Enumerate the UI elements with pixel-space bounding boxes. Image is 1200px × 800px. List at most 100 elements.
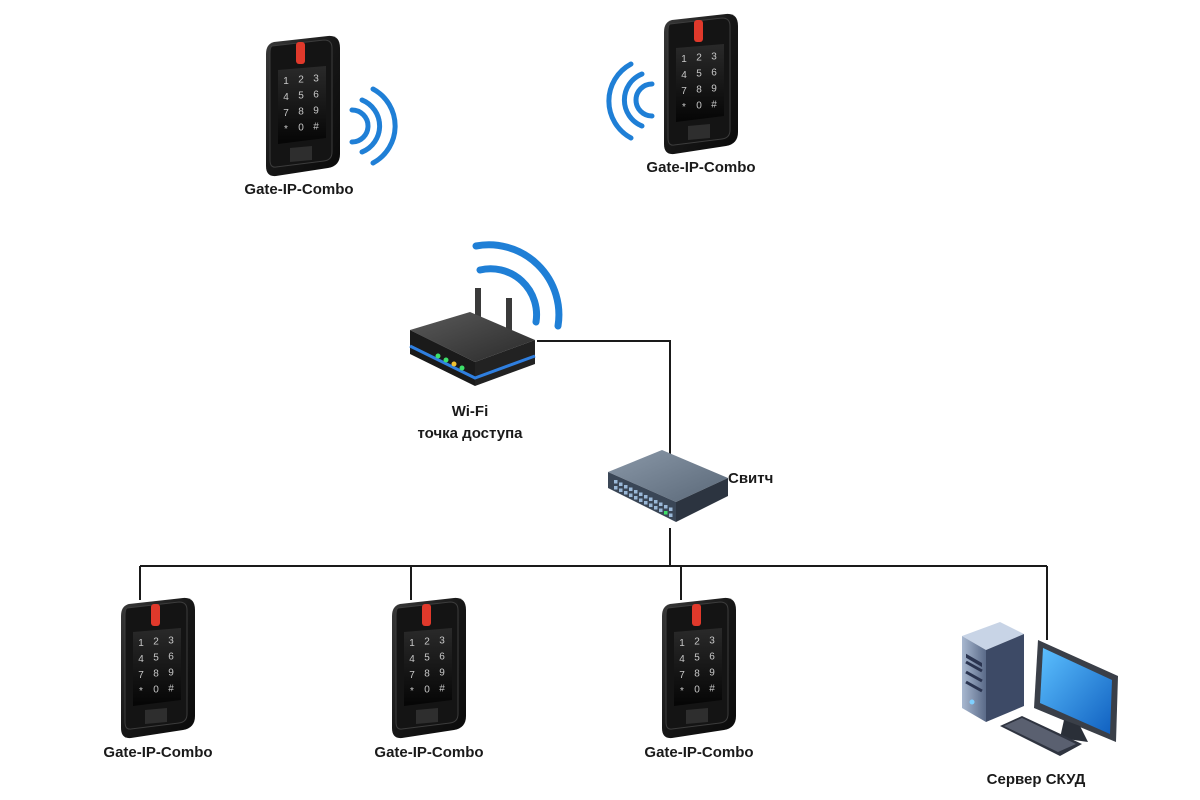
wireless-reader-1-label: Gate-IP-Combo	[244, 181, 354, 198]
keypad-key: 4	[409, 654, 415, 665]
keypad-key: 0	[694, 685, 700, 696]
switch-port	[624, 491, 628, 495]
switch-port	[639, 498, 643, 502]
wired-reader-3-label: Gate-IP-Combo	[644, 744, 754, 761]
keypad-key: 4	[681, 70, 687, 81]
acs-server	[962, 622, 1118, 756]
keypad-key: *	[682, 102, 686, 113]
keypad-key: 0	[424, 685, 430, 696]
switch-port	[624, 485, 628, 489]
keypad-key: 9	[439, 667, 445, 678]
keypad-key: 8	[153, 669, 159, 680]
keypad-key: 5	[153, 653, 159, 664]
keypad-key: 2	[298, 75, 304, 86]
keypad-key: 7	[681, 86, 687, 97]
switch-port	[664, 505, 668, 509]
access-point-label-line1: Wi-Fi	[451, 403, 489, 420]
keypad-key: 4	[283, 92, 289, 103]
switch-port	[644, 501, 648, 505]
keypad-key: 7	[138, 670, 144, 681]
switch-port	[634, 490, 638, 494]
switch-port	[634, 496, 638, 500]
switch-label: Свитч	[728, 470, 774, 487]
wired-reader-1-label: Gate-IP-Combo	[103, 744, 213, 761]
switch-port	[629, 493, 633, 497]
keypad-key: 9	[313, 105, 319, 116]
ap-wifi-waves-icon	[472, 241, 563, 330]
keypad-key: #	[709, 683, 715, 694]
keypad-key: *	[410, 686, 414, 697]
keypad-key: 5	[424, 653, 430, 664]
keypad-key: 1	[409, 638, 415, 649]
keypad-key: *	[284, 124, 288, 135]
monitor-icon	[1034, 640, 1118, 742]
keypad-key: 3	[313, 73, 319, 84]
keypad-key: *	[139, 686, 143, 697]
keypad-key: 1	[138, 638, 144, 649]
keypad-key: #	[711, 99, 717, 110]
keypad-key: 6	[168, 651, 174, 662]
keypad-key: 0	[153, 685, 159, 696]
keypad-key: 7	[283, 108, 289, 119]
keypad-key: 9	[711, 83, 717, 94]
switch-port	[669, 513, 673, 517]
keypad-key: 1	[283, 76, 289, 87]
keypad-key: 8	[694, 669, 700, 680]
switch-port	[614, 480, 618, 484]
switch-icon	[608, 450, 728, 522]
keypad-key: #	[168, 683, 174, 694]
keypad-key: 2	[694, 637, 700, 648]
switch-port	[659, 502, 663, 506]
switch-port	[649, 503, 653, 507]
wireless-reader-2-label: Gate-IP-Combo	[646, 159, 756, 176]
keypad-key: 8	[696, 85, 702, 96]
switch-ports	[614, 480, 673, 517]
keypad-key: 0	[298, 123, 304, 134]
network-switch	[608, 450, 728, 522]
keypad-key: 3	[439, 635, 445, 646]
keypad-key: 1	[679, 638, 685, 649]
switch-port	[614, 486, 618, 490]
ap-to-switch-cable	[537, 340, 671, 455]
switch-port	[664, 511, 668, 515]
keypad-key: 6	[709, 651, 715, 662]
server-tower-icon	[962, 622, 1024, 722]
keypad-key: #	[313, 121, 319, 132]
keypad-key: #	[439, 683, 445, 694]
switch-port	[649, 497, 653, 501]
wifi-access-point	[409, 241, 563, 386]
switch-port	[659, 508, 663, 512]
keyboard-icon	[1000, 716, 1082, 756]
keypad-key: 2	[696, 53, 702, 64]
switch-port	[639, 492, 643, 496]
keypad-key: 6	[313, 89, 319, 100]
keypad-key: 5	[298, 91, 304, 102]
switch-port	[619, 482, 623, 486]
keypad-key: 4	[679, 654, 685, 665]
keypad-key: 7	[679, 670, 685, 681]
switch-port	[654, 500, 658, 504]
keypad-key: 6	[711, 67, 717, 78]
keypad-key: 3	[709, 635, 715, 646]
router-icon	[409, 288, 536, 386]
wifi-waves-icon	[606, 61, 655, 141]
wired-reader-2-label: Gate-IP-Combo	[374, 744, 484, 761]
switch-port	[629, 487, 633, 491]
keypad-key: 9	[709, 667, 715, 678]
access-point-label-line2: точка доступа	[417, 425, 523, 442]
keypad-key: 8	[424, 669, 430, 680]
keypad-key: 8	[298, 107, 304, 118]
switch-port	[654, 506, 658, 510]
keypad-key: *	[680, 686, 684, 697]
server-label: Сервер СКУД	[986, 771, 1086, 788]
keypad-key: 5	[696, 69, 702, 80]
